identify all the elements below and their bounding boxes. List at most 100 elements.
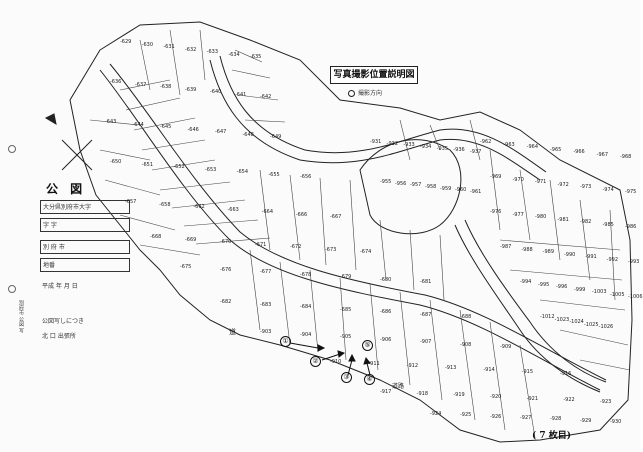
lot-number-label: -935 [436, 145, 449, 152]
lot-number-label: -655 [268, 171, 280, 178]
photo-position-1: ① [280, 336, 291, 347]
lot-number-label: -991 [585, 254, 597, 260]
road-label: 道路 [392, 383, 405, 390]
lot-number-label: -992 [606, 256, 619, 263]
lot-number-label: -995 [538, 281, 550, 288]
lot-number-label: -650 [110, 159, 122, 165]
lot-number-label: -672 [290, 244, 302, 250]
lot-number-label: -970 [512, 176, 524, 183]
lot-number-label: -927 [520, 415, 532, 421]
sheet-count: ( 7 枚目) [532, 431, 572, 441]
lot-number-label: -908 [460, 341, 472, 348]
lot-number-label: -929 [580, 417, 592, 424]
lot-number-label: -684 [300, 304, 312, 310]
lot-number-label: -1026 [598, 324, 614, 330]
stamp-line: 北 口 出張所 [42, 333, 76, 340]
lot-number-label: -920 [490, 394, 502, 400]
lot-number-label: -972 [557, 181, 569, 188]
lot-number-label: -926 [490, 413, 502, 420]
lot-number-label: -654 [236, 169, 249, 175]
lot-number-label: -933 [403, 142, 415, 149]
lot-number-label: -958 [425, 184, 437, 190]
lot-number-label: -924 [430, 411, 442, 417]
lot-number-label: -987 [500, 244, 512, 250]
lot-number-label: -645 [160, 124, 172, 130]
map-title: 写真撮影位置説明図 [330, 66, 418, 84]
lot-number-label: -930 [610, 419, 622, 425]
lot-number-label: -988 [521, 246, 533, 253]
lot-number-label: -964 [526, 144, 539, 150]
lot-number-label: -639 [185, 86, 197, 93]
lot-number-label: -906 [380, 336, 392, 343]
lot-number-label: -937 [470, 149, 482, 155]
lot-number-label: -646 [187, 126, 199, 133]
punch-hole [8, 285, 16, 293]
certification-stamp-block: 大分県別府市大字 字 字 別 府 市 地番 平成 年 月 日 公図写しにつき 北… [40, 180, 136, 350]
stamp-line: 公図写しにつき [42, 318, 85, 325]
lot-number-label: -632 [185, 46, 197, 53]
lot-number-label: -917 [380, 389, 392, 395]
lot-number-label: -971 [535, 179, 547, 185]
lot-number-label: -678 [300, 271, 312, 278]
stamp-line: 地番 [40, 258, 130, 272]
lot-number-label: -932 [386, 140, 399, 147]
lot-number-label: -914 [483, 367, 495, 373]
lot-number-label: -644 [132, 121, 144, 128]
lot-number-label: -909 [500, 344, 512, 350]
lot-number-label: -928 [550, 416, 562, 423]
lot-number-label: -681 [420, 279, 432, 285]
branch-road [454, 224, 601, 393]
lot-number-label: -1005 [610, 291, 625, 298]
lot-number-label: -919 [453, 392, 465, 399]
lot-number-label: -918 [416, 390, 429, 397]
lot-number-label: -994 [520, 279, 532, 285]
lot-number-label: -1006 [628, 294, 643, 300]
lot-number-label: -675 [180, 264, 192, 270]
photo-position-3: ③ [341, 372, 352, 383]
lot-number-label: -670 [220, 239, 232, 245]
lot-number-label: -962 [480, 139, 492, 145]
lot-number-label: -652 [173, 164, 185, 170]
upper-road [209, 59, 541, 181]
lot-number-label: -974 [602, 186, 614, 193]
side-margin-text: 別府市 公図 写 [18, 300, 24, 334]
lot-number-label: -910 [330, 359, 342, 365]
lot-number-label: -669 [185, 236, 197, 243]
lot-number-label: -667 [330, 214, 342, 220]
lot-number-label: -915 [521, 369, 534, 375]
lot-number-label: -922 [563, 397, 575, 404]
lot-number-label: -658 [159, 201, 171, 208]
main-road [99, 69, 601, 391]
lot-number-label: -664 [261, 209, 274, 215]
lot-number-label: -647 [215, 129, 227, 135]
lot-number-label: -913 [445, 365, 457, 371]
lot-number-label: -973 [580, 184, 592, 190]
lot-number-label: -656 [300, 174, 312, 180]
lot-number-label: -663 [227, 206, 239, 213]
lot-number-label: -680 [380, 276, 392, 283]
camera-position-icon [348, 90, 355, 97]
lot-number-label: -955 [380, 179, 392, 185]
lot-number-label: -975 [625, 189, 637, 195]
lot-number-label: -666 [295, 211, 308, 218]
compass-north-arrow [44, 113, 93, 171]
lot-number-label: -976 [490, 209, 502, 215]
lot-number-label: -629 [120, 39, 132, 45]
lot-number-label: -653 [205, 166, 217, 173]
lot-number-label: -912 [406, 363, 419, 369]
lot-number-label: -673 [325, 246, 337, 253]
lot-number-label: -657 [125, 199, 137, 205]
lot-number-label: -641 [235, 91, 247, 98]
stamp-line: 大分県別府市大字 [40, 200, 130, 214]
lot-number-label: -931 [370, 139, 382, 145]
lot-number-label: -904 [300, 331, 312, 338]
lot-number-label: -968 [620, 154, 632, 160]
lot-number-label: -648 [242, 131, 254, 138]
lot-number-label: -956 [395, 180, 407, 187]
lot-number-label: -637 [135, 81, 147, 88]
lot-number-label: -640 [210, 89, 222, 95]
lot-number-label: -686 [380, 309, 392, 315]
lot-number-label: -671 [255, 241, 267, 248]
lot-number-label: -676 [220, 266, 232, 273]
lot-number-label: -630 [141, 41, 154, 48]
